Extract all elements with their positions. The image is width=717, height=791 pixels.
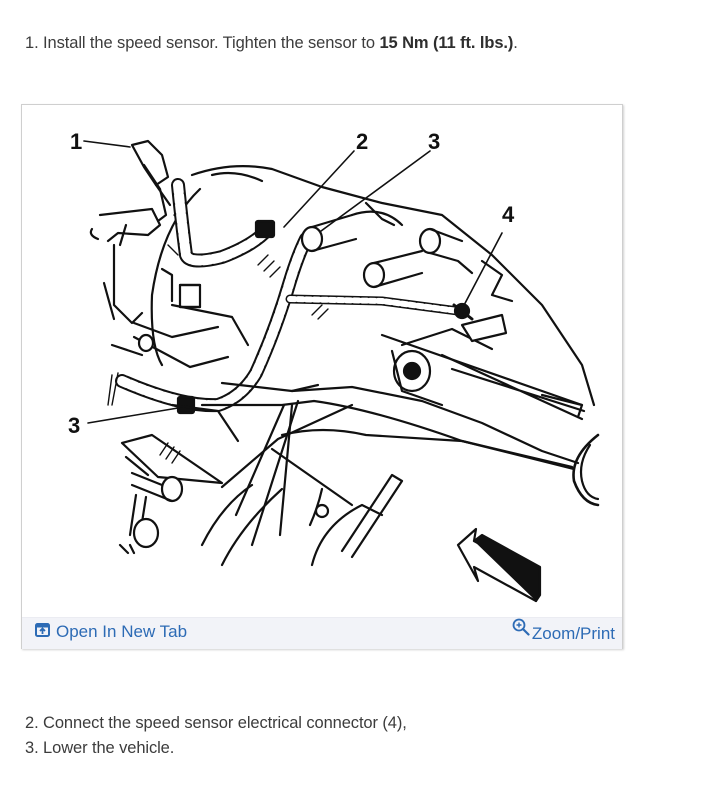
- open-in-new-tab-link[interactable]: Open In New Tab: [35, 622, 187, 642]
- zoom-print-label: Zoom/Print: [531, 623, 615, 643]
- step-1-text: 1. Install the speed sensor. Tighten the…: [25, 34, 380, 52]
- transmission-line-drawing: 1 2 3 4 3: [68, 129, 600, 603]
- speed-sensor-diagram[interactable]: 1 2 3 4 3: [22, 105, 622, 617]
- instruction-step-1: 1. Install the speed sensor. Tighten the…: [25, 32, 518, 54]
- instruction-step-3: 3. Lower the vehicle.: [25, 739, 175, 757]
- callout-4: 4: [502, 202, 515, 227]
- zoom-in-magnifier-icon: [512, 618, 530, 641]
- callout-3-left: 3: [68, 413, 80, 438]
- zoom-print-link[interactable]: Zoom/Print: [512, 618, 615, 645]
- callout-2: 2: [356, 129, 368, 154]
- figure-toolbar: Open In New Tab Zoom/Print: [22, 617, 622, 649]
- figure-viewer: 1 2 3 4 3 Open In New Tab: [21, 104, 623, 649]
- instruction-step-2: 2. Connect the speed sensor electrical c…: [25, 714, 407, 732]
- callout-3-top: 3: [428, 129, 440, 154]
- callout-1: 1: [70, 129, 82, 154]
- torque-spec: 15 Nm (11 ft. lbs.): [379, 34, 514, 52]
- open-in-new-tab-label: Open In New Tab: [56, 622, 188, 641]
- open-in-new-tab-icon: [35, 622, 50, 642]
- step-1-suffix: .: [513, 34, 518, 52]
